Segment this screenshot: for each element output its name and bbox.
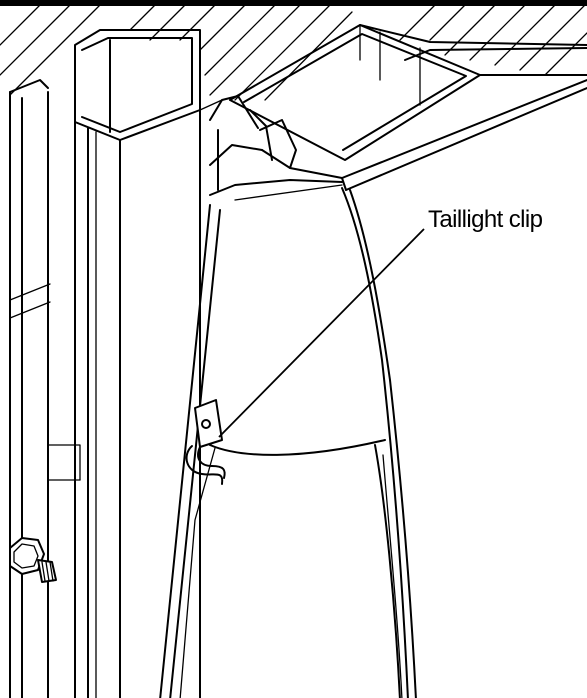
left-frame-wall xyxy=(9,79,81,698)
taillight-clip xyxy=(185,399,226,485)
square-post xyxy=(74,29,201,698)
tapered-column xyxy=(159,184,417,698)
hex-nut-bolt xyxy=(9,537,57,583)
socket-band xyxy=(199,79,587,196)
callout-label-taillight-clip: Taillight clip xyxy=(428,206,543,233)
stake-pocket xyxy=(229,24,587,161)
deck-planks xyxy=(0,2,587,101)
callout-leader-line xyxy=(218,228,425,438)
clip-bolt-hole xyxy=(201,419,211,429)
